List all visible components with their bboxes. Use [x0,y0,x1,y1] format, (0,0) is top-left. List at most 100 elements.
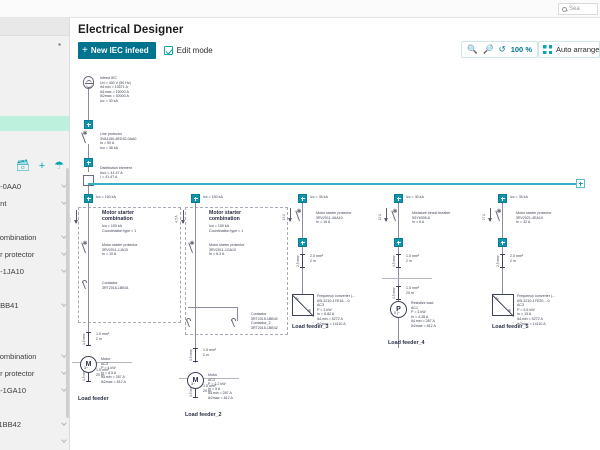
node-feeder-2[interactable] [191,194,200,203]
sidebar-tree-item[interactable]: 1-1GA10 [0,382,69,399]
distribution-element-icon[interactable] [83,175,94,186]
feeder-2-branch [188,307,238,308]
sidebar-tree-item[interactable] [0,399,69,416]
feeder-4-cable-2-label: 1.5 mm² 20 m [406,286,420,295]
feeder-5-node[interactable] [498,238,507,247]
pin-icon[interactable]: ▪ [58,40,61,49]
frequency-converter-icon-5[interactable]: ∿≡ [491,294,514,317]
feeder-3-node[interactable] [298,238,307,247]
zoom-in-icon[interactable]: 🔍 [467,44,478,54]
feeder-3-protector-label: Motor starter protector 3RV2011-4AA10 In… [316,211,352,225]
zoom-level-label: 100 % [510,45,532,54]
toolbar: + New IEC infeed Edit mode [78,42,213,59]
resistive-load-icon-4[interactable]: P 0 |~ [390,301,407,318]
busbar[interactable] [88,183,580,185]
sidebar-tree-item-label: 1-1JA10 [0,267,24,276]
node-feeder-4[interactable] [394,194,403,203]
feeder-1-cable-1-rot: 1.5 mm² [81,333,86,345]
sidebar-tree-item-label: er protector [0,250,35,259]
feeder-4-cable-1-label: 1.5 mm² 2 m [406,254,420,263]
zoom-out-icon[interactable]: 🔎 [483,44,494,54]
edit-mode-checkbox[interactable]: Edit mode [163,46,213,55]
add-icon[interactable]: + [38,159,46,172]
sidebar-tree-item[interactable] [0,280,69,297]
load-sub-4: 0 |~ [394,311,401,315]
feeder-5-protector-icon[interactable]: ✱ [495,209,507,222]
search-icon [562,6,567,12]
feeder-1-protector-icon[interactable]: ✱ [81,241,93,254]
sidebar-tree-item[interactable]: er protector [0,365,69,382]
feeder-1-cable-1[interactable]: 1.5 mm² [82,332,91,346]
sidebar-tree-item[interactable] [0,212,69,229]
sidebar-tree-item-label: 2-0AA0 [0,182,22,191]
feeder-2-group[interactable] [185,207,288,335]
global-search-input[interactable]: Sea [558,3,598,15]
node-label-4: Icc = 30 kA [406,195,424,199]
feeder-1-contactor-icon[interactable] [82,279,94,290]
auto-arrange-button[interactable]: Auto arrange netw [538,41,600,58]
sidebar-tree-item[interactable]: er protector [0,246,69,263]
diagram-canvas[interactable]: Infeed IEC Un = 400 V (50 Hz) Ik1min = 1… [70,62,600,450]
chevron-right-icon [61,437,67,443]
feeder-1-group[interactable] [78,207,181,323]
sidebar-tree-item[interactable]: 2-0AA0 [0,178,69,195]
left-sidebar: ▪ 🗃 + ☂ 2-0AA0 ent combination er protector… [0,18,70,450]
feeder-2-line [195,203,196,363]
motor-icon-1[interactable]: M 3~ [80,356,97,373]
feeder-2-name: Load feeder_2 [185,412,222,418]
feeder-4-cable-2[interactable]: 1.5 mm² [392,286,401,300]
feeder-5-cable-1-rot: 2.5 mm² [495,255,500,267]
feeder-4-protector-icon[interactable]: ✱ [391,209,403,222]
feeder-5-current-arrow [488,208,492,222]
feeder-4-line [398,203,399,348]
person-icon[interactable]: ☂ [54,159,64,172]
node-label-2: Icc = 150 kA [203,195,223,199]
node-feeder-1[interactable] [84,194,93,203]
feeder-4-node[interactable] [394,238,403,247]
sidebar-tree-item[interactable]: 1BB41 [0,297,69,314]
sidebar-tree-item-label: ent [0,199,7,208]
feeder-5-name: Load feeder_5 [492,324,529,330]
sidebar-tree-item[interactable]: combination [0,229,69,246]
sidebar-tree-item[interactable]: 2 [0,433,69,450]
feeder-4-cable-2-rot: 1.5 mm² [391,287,396,299]
sidebar-tree-item[interactable]: combination [0,348,69,365]
line-protector-icon[interactable]: ✱ [81,131,93,144]
feeder-1-line [88,203,89,343]
busbar-add-node[interactable] [576,179,585,188]
new-folder-icon[interactable]: 🗃 [15,159,30,172]
node-label-5: Icc = 35 kA [510,195,528,199]
sidebar-scrollbar[interactable] [66,168,69,418]
grid-icon [543,45,552,54]
sidebar-tree-item-label: er protector [0,369,35,378]
motor-icon-2[interactable]: M 3~ [187,372,204,389]
feeder-3-protector-icon[interactable]: ✱ [295,209,307,222]
feeder-5-cable-1[interactable]: 2.5 mm² [496,254,505,268]
node-feeder-5[interactable] [498,194,507,203]
feeder-1-divider [72,362,132,363]
feeder-2-protector-icon[interactable]: ✱ [188,241,200,254]
search-placeholder-text: Sea [569,6,580,12]
feeder-2-cable-1[interactable]: 1.5 mm² [189,348,198,362]
sidebar-tree-item[interactable] [0,314,69,331]
node-infeed[interactable] [84,120,93,129]
new-iec-infeed-button[interactable]: + New IEC infeed [78,42,156,59]
frequency-converter-icon-3[interactable]: ∿≡ [291,294,314,317]
feeder-4-cable-1[interactable]: 1.5 mm² [392,254,401,268]
feeder-2-contactor-icon-2[interactable] [231,317,243,328]
sidebar-tree-item[interactable] [0,331,69,348]
zoom-reset-icon[interactable]: ↺ [498,44,506,54]
feeder-2-combination-lines: Icu = 150 kA Coordination type = 1 [209,224,244,233]
sidebar-tree-item[interactable]: ent [0,195,69,212]
sidebar-tree-item[interactable]: -1BB42 [0,416,69,433]
infeed-icon[interactable] [83,76,94,89]
node-feeder-3[interactable] [298,194,307,203]
feeder-1-combination-title: Motor starter combination [102,210,134,223]
feeder-3-cable-1[interactable]: 2.5 mm² [296,254,305,268]
sidebar-highlight-row[interactable] [0,116,69,131]
feeder-5-load-label: Frequency converter (... 6SL3210-1YE20-.… [517,294,556,326]
sidebar-tree-item-label: 1BB41 [0,301,19,310]
sidebar-tree-item[interactable]: 1-1JA10 [0,263,69,280]
node-line-protector[interactable] [84,158,93,167]
feeder-2-contactor-icon-1[interactable] [186,317,198,328]
